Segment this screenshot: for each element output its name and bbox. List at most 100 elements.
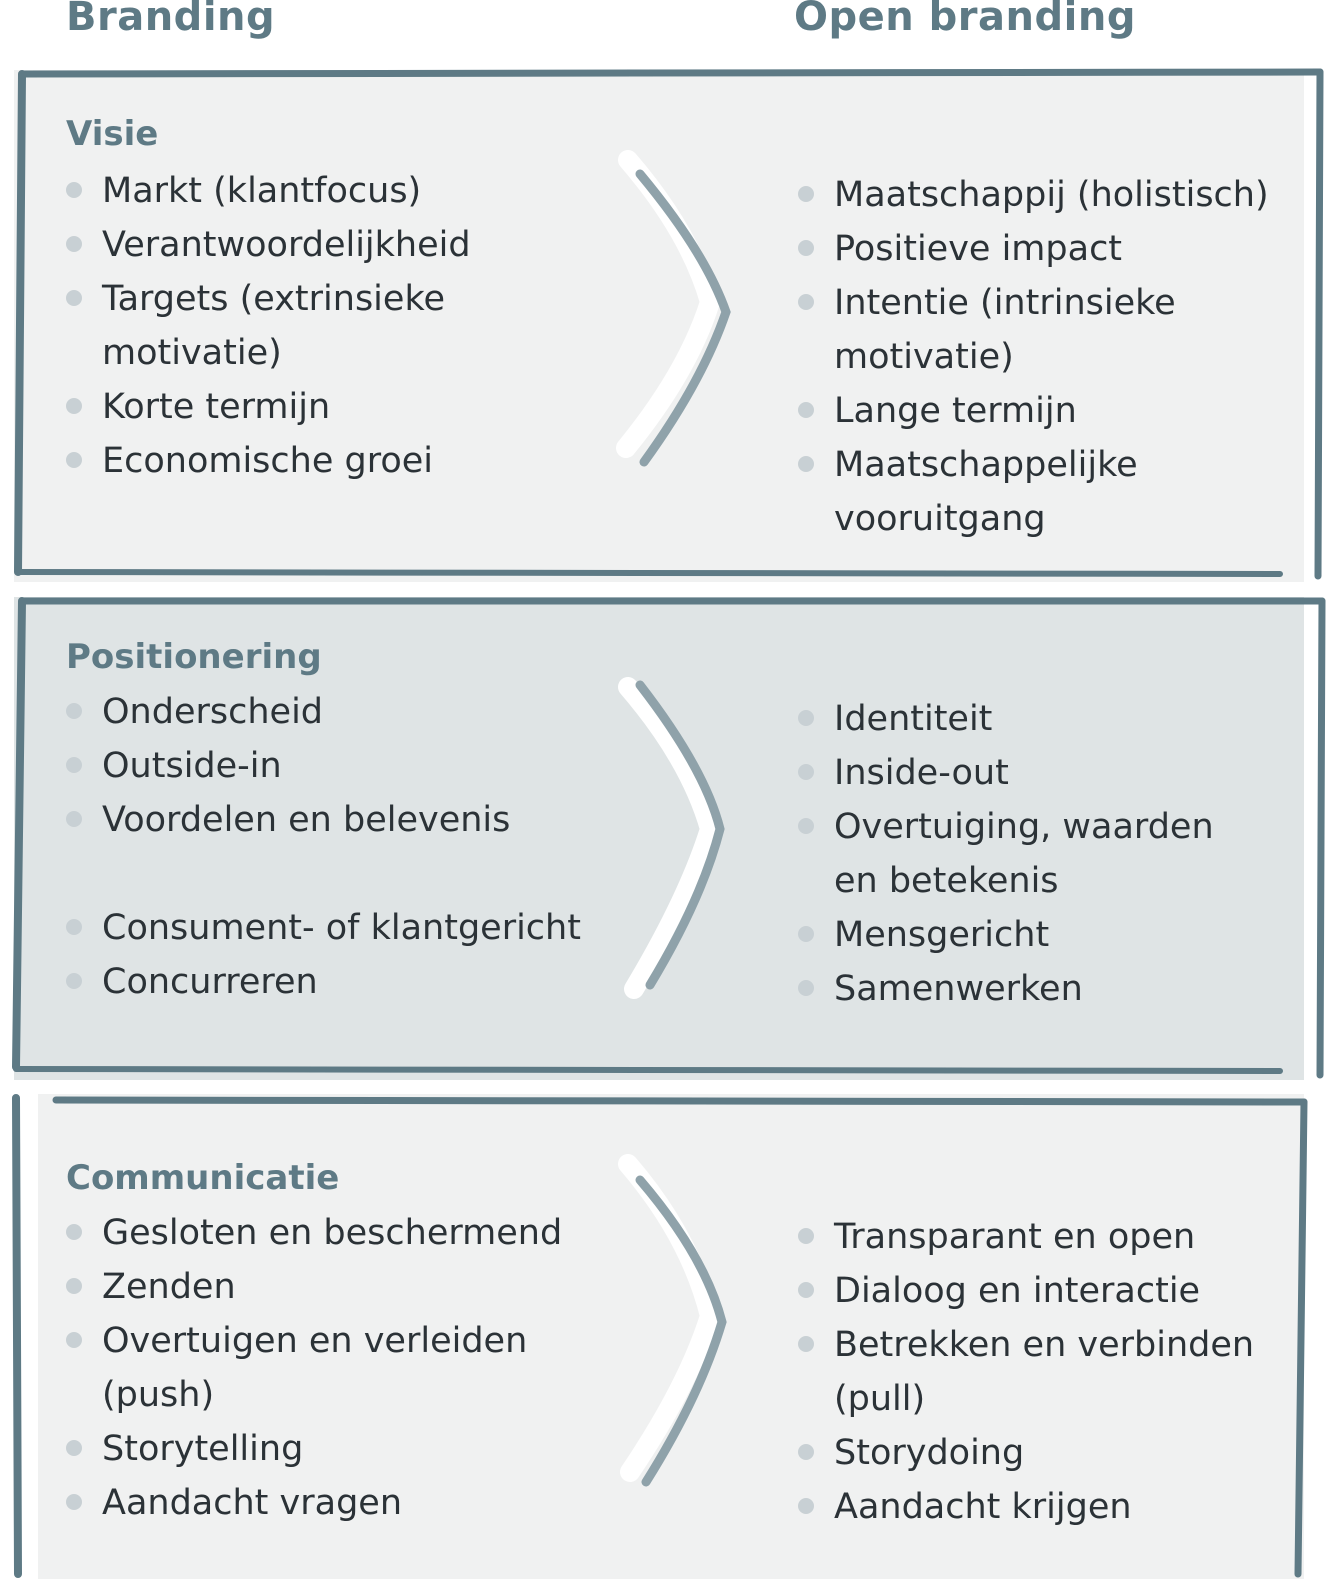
bullet-dot-icon xyxy=(66,236,82,252)
bullet-dot-icon xyxy=(798,294,814,310)
list-item: Identiteit xyxy=(798,692,1214,746)
header-branding: Branding xyxy=(66,0,276,40)
item-text: Zenden xyxy=(102,1267,236,1307)
list-item-continuation: en betekenis xyxy=(798,854,1214,908)
list-item: Storytelling xyxy=(66,1422,562,1476)
item-text: Storytelling xyxy=(102,1429,304,1469)
list-item: Lange termijn xyxy=(798,384,1269,438)
header-open-branding: Open branding xyxy=(794,0,1136,40)
bullet-dot-icon xyxy=(66,290,82,306)
list-item: Korte termijn xyxy=(66,380,471,434)
list-item: Storydoing xyxy=(798,1426,1254,1480)
item-text: Voordelen en belevenis xyxy=(102,800,511,840)
chevron-right-icon xyxy=(616,150,731,467)
bullet-dot-icon xyxy=(798,1228,814,1244)
bullet-dot-icon xyxy=(66,182,82,198)
bullet-dot-icon xyxy=(66,811,82,827)
branding-list-communicatie: Gesloten en beschermend Zenden Overtuige… xyxy=(66,1206,562,1530)
item-text: Gesloten en beschermend xyxy=(102,1213,563,1253)
panel-frame xyxy=(12,1094,1308,1578)
item-text: Storydoing xyxy=(834,1433,1025,1473)
list-item: Consument- of klantgericht xyxy=(66,901,581,955)
list-item-continuation: motivatie) xyxy=(66,326,471,380)
list-item: Aandacht krijgen xyxy=(798,1480,1254,1534)
list-item: Concurreren xyxy=(66,955,581,1009)
item-text: Positieve impact xyxy=(834,229,1123,269)
item-text: Inside-out xyxy=(834,753,1009,793)
item-text: Concurreren xyxy=(102,962,318,1002)
list-item: Positieve impact xyxy=(798,222,1269,276)
bullet-dot-icon xyxy=(798,980,814,996)
item-text: Betrekken en verbinden xyxy=(834,1325,1255,1365)
item-text: motivatie) xyxy=(834,337,1014,377)
open-branding-list-visie: Maatschappij (holistisch) Positieve impa… xyxy=(798,168,1269,546)
list-item: Inside-out xyxy=(798,746,1214,800)
bullet-dot-icon xyxy=(66,1332,82,1348)
panel-positionering: Positionering Onderscheid Outside-in Voo… xyxy=(0,597,1334,1080)
list-item: Overtuigen en verleiden xyxy=(66,1314,562,1368)
item-text: Aandacht krijgen xyxy=(834,1487,1132,1527)
item-text: Identiteit xyxy=(834,699,993,739)
item-text: Dialoog en interactie xyxy=(834,1271,1201,1311)
bullet-dot-icon xyxy=(66,757,82,773)
item-text: Overtuiging, waarden xyxy=(834,807,1214,847)
bullet-dot-icon xyxy=(66,1440,82,1456)
list-item: Markt (klantfocus) xyxy=(66,164,471,218)
list-item: Voordelen en belevenis xyxy=(66,793,581,847)
bullet-dot-icon xyxy=(66,1494,82,1510)
item-text: Markt (klantfocus) xyxy=(102,171,422,211)
list-item: Verantwoordelijkheid xyxy=(66,218,471,272)
panel-background xyxy=(38,1094,1304,1579)
bullet-dot-icon xyxy=(798,1498,814,1514)
item-text: Verantwoordelijkheid xyxy=(102,225,471,265)
item-text: Aandacht vragen xyxy=(102,1483,402,1523)
item-text: en betekenis xyxy=(834,861,1059,901)
chevron-right-icon xyxy=(618,677,725,999)
bullet-dot-icon xyxy=(798,1336,814,1352)
item-text: Targets (extrinsieke xyxy=(102,279,445,319)
list-item: Overtuiging, waarden xyxy=(798,800,1214,854)
panel-communicatie: Communicatie Gesloten en beschermend Zen… xyxy=(0,1094,1334,1579)
bullet-dot-icon xyxy=(66,1224,82,1240)
list-item: Dialoog en interactie xyxy=(798,1264,1254,1318)
panel-background xyxy=(14,597,1304,1080)
list-item: Zenden xyxy=(66,1260,562,1314)
bullet-dot-icon xyxy=(66,973,82,989)
section-title-visie: Visie xyxy=(66,114,159,154)
panel-frame xyxy=(12,597,1326,1079)
list-item-continuation: (push) xyxy=(66,1368,562,1422)
panel-frame xyxy=(14,68,1324,580)
item-text: Korte termijn xyxy=(102,387,331,427)
bullet-dot-icon xyxy=(798,186,814,202)
bullet-dot-icon xyxy=(66,1278,82,1294)
bullet-dot-icon xyxy=(798,764,814,780)
item-text: vooruitgang xyxy=(834,499,1046,539)
bullet-dot-icon xyxy=(798,926,814,942)
item-text: Onderscheid xyxy=(102,692,324,732)
list-spacer xyxy=(66,847,581,901)
bullet-dot-icon xyxy=(66,919,82,935)
bullet-dot-icon xyxy=(66,452,82,468)
item-text: (pull) xyxy=(834,1379,926,1419)
bullet-dot-icon xyxy=(798,818,814,834)
branding-list-positionering: Onderscheid Outside-in Voordelen en bele… xyxy=(66,685,581,1009)
item-text: Maatschappij (holistisch) xyxy=(834,175,1269,215)
bullet-dot-icon xyxy=(798,240,814,256)
item-text: Outside-in xyxy=(102,746,282,786)
section-title-communicatie: Communicatie xyxy=(66,1158,340,1198)
open-branding-list-positionering: Identiteit Inside-out Overtuiging, waard… xyxy=(798,692,1214,1016)
item-text: Transparant en open xyxy=(834,1217,1196,1257)
list-item-continuation: motivatie) xyxy=(798,330,1269,384)
list-item: Samenwerken xyxy=(798,962,1214,1016)
bullet-dot-icon xyxy=(798,456,814,472)
list-item: Betrekken en verbinden xyxy=(798,1318,1254,1372)
item-text: Economische groei xyxy=(102,441,434,481)
list-item: Maatschappelijke xyxy=(798,438,1269,492)
chevron-right-icon xyxy=(618,1154,727,1487)
panel-visie: Visie Markt (klantfocus) Verantwoordelij… xyxy=(0,68,1334,582)
item-text: motivatie) xyxy=(102,333,282,373)
section-title-positionering: Positionering xyxy=(66,637,322,677)
panel-background xyxy=(14,70,1304,582)
bullet-dot-icon xyxy=(66,398,82,414)
list-item: Outside-in xyxy=(66,739,581,793)
